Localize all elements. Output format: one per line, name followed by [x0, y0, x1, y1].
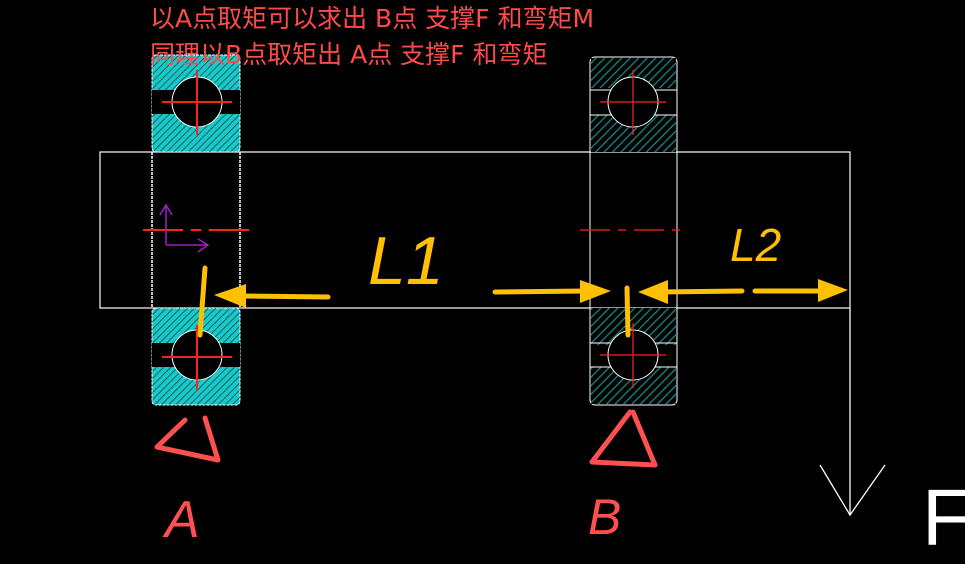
note-line-2: 同理以B点取矩出 A点 支撑F 和弯矩	[150, 40, 548, 69]
support-a-triangle	[154, 415, 221, 463]
bearing-b	[580, 56, 688, 406]
ucs-icon	[159, 203, 210, 253]
force-arrow	[819, 308, 886, 517]
bearing-a	[143, 54, 252, 406]
label-b: B	[588, 489, 622, 545]
label-a: A	[165, 491, 200, 549]
dimension-arrows	[197, 265, 848, 338]
shaft	[99, 151, 851, 309]
label-l2: L2	[730, 219, 782, 271]
label-l1: L1	[368, 223, 444, 299]
support-b-triangle	[589, 409, 658, 468]
label-f: F	[922, 473, 965, 562]
note-line-1: 以A点取矩可以求出 B点 支撑F 和弯矩M	[150, 4, 595, 33]
